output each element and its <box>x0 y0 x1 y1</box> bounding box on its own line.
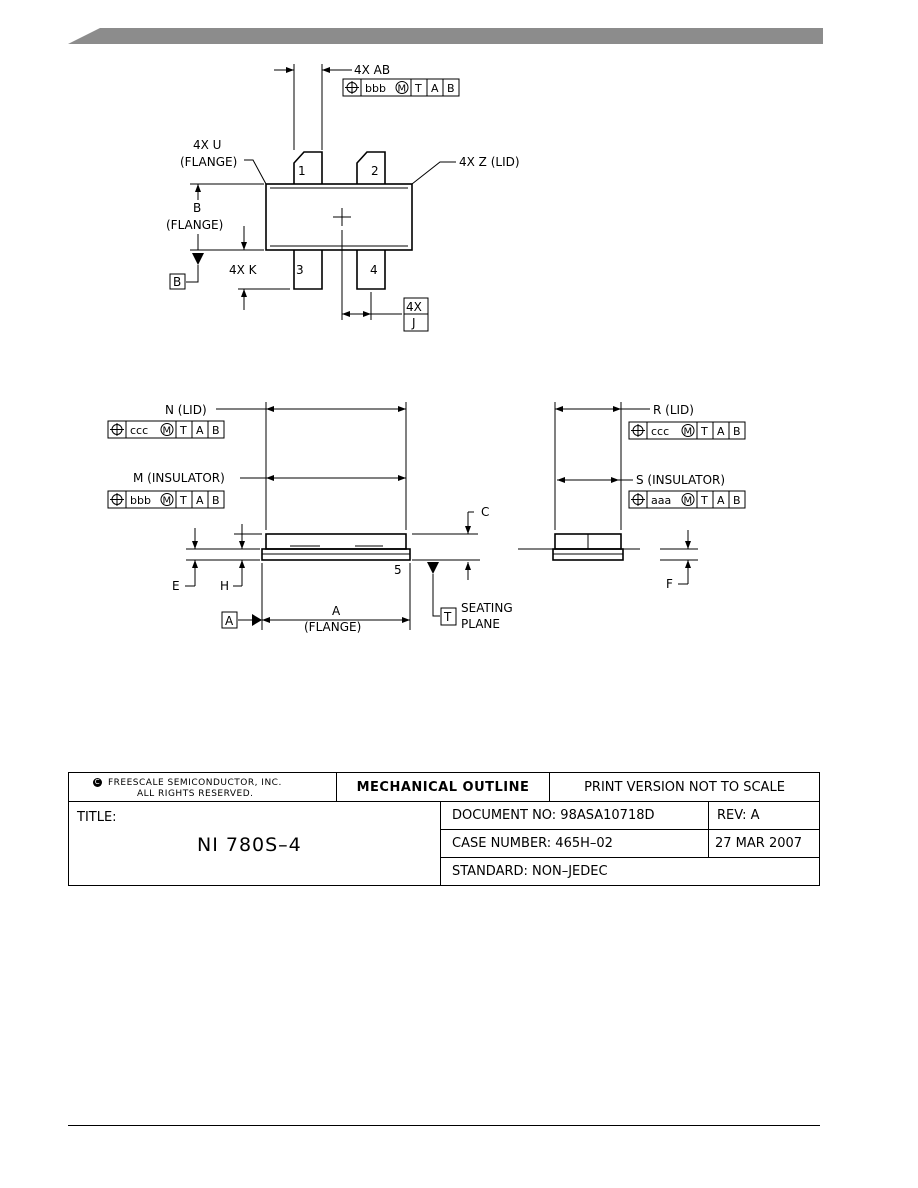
seating-plane-2: PLANE <box>461 617 500 631</box>
dim-j-top: 4X <box>406 300 422 314</box>
datum-t: T <box>443 610 452 624</box>
fcf-r-datum-3: B <box>733 425 741 438</box>
fcf-s-datum-3: B <box>733 494 741 507</box>
standard-cell: STANDARD: NON–JEDEC <box>441 858 819 886</box>
dim-b-label: B <box>193 201 201 215</box>
datum-b: B <box>173 275 181 289</box>
date: 27 MAR 2007 <box>715 836 803 851</box>
title-label: TITLE: <box>77 810 117 825</box>
mmc-symbol: M <box>398 84 407 95</box>
rev-cell: REV: A <box>709 802 819 830</box>
dim-ab-label: 4X AB <box>354 63 390 77</box>
print-note: PRINT VERSION NOT TO SCALE <box>584 780 785 795</box>
fcf-r-tol: ccc <box>651 425 669 438</box>
dim-a-sub: (FLANGE) <box>304 620 361 634</box>
copyright-cell: C FREESCALE SEMICONDUCTOR, INC. ALL RIGHT… <box>69 773 337 802</box>
fcf-n-datum-2: A <box>196 424 204 437</box>
dim-f-label: F <box>666 577 673 591</box>
dim-k-label: 4X K <box>229 263 258 277</box>
heading-cell: MECHANICAL OUTLINE <box>337 773 550 802</box>
fcf-ab-tol: bbb <box>365 82 386 95</box>
case-number-cell: CASE NUMBER: 465H–02 <box>441 830 709 858</box>
datum-a: A <box>225 614 234 628</box>
mmc-symbol: M <box>163 426 172 437</box>
mmc-symbol: M <box>684 496 693 507</box>
rev: REV: A <box>717 808 760 823</box>
document-no: DOCUMENT NO: 98ASA10718D <box>452 808 655 823</box>
side-view: N (LID) ccc M T A B M (INSULATOR) <box>107 402 513 634</box>
dim-r-label: R (LID) <box>653 403 694 417</box>
dim-s-label: S (INSULATOR) <box>636 473 725 487</box>
fcf-m-tol: bbb <box>130 494 151 507</box>
dim-n-label: N (LID) <box>165 403 207 417</box>
dim-c-label: C <box>481 505 489 519</box>
dim-u-label: 4X U <box>193 138 221 152</box>
copyright-line-2: ALL RIGHTS RESERVED. <box>137 789 254 799</box>
print-note-cell: PRINT VERSION NOT TO SCALE <box>550 773 819 802</box>
pin-3-label: 3 <box>296 263 304 277</box>
header-band <box>68 28 823 44</box>
dim-u-sub: (FLANGE) <box>180 155 237 169</box>
title-cell: TITLE: NI 780S–4 <box>69 802 441 886</box>
mmc-symbol: M <box>163 496 172 507</box>
fcf-m-datum-3: B <box>212 494 220 507</box>
dim-a-label: A <box>332 604 341 618</box>
fcf-ab-datum-2: A <box>431 82 439 95</box>
top-view: 1 2 3 4 4X AB bbb M T A B 4X U <box>166 63 520 332</box>
fcf-n-tol: ccc <box>130 424 148 437</box>
dim-m-label: M (INSULATOR) <box>133 471 225 485</box>
standard: STANDARD: NON–JEDEC <box>452 864 608 879</box>
end-view: R (LID) ccc M T A B S (INSULATOR) <box>518 402 746 591</box>
mmc-symbol: M <box>684 427 693 438</box>
fcf-n-datum-3: B <box>212 424 220 437</box>
pin-1-label: 1 <box>298 164 306 178</box>
pin-4-label: 4 <box>370 263 378 277</box>
dim-h-label: H <box>220 579 229 593</box>
date-cell: 27 MAR 2007 <box>709 830 819 858</box>
fcf-ab-datum-1: T <box>414 82 422 95</box>
fcf-m-datum-2: A <box>196 494 204 507</box>
copyright-line-1: FREESCALE SEMICONDUCTOR, INC. <box>108 778 282 788</box>
copyright-icon: C <box>93 778 102 787</box>
fcf-ab: bbb M T A B <box>342 78 460 97</box>
fcf-n-datum-1: T <box>179 424 187 437</box>
fcf-s-datum-2: A <box>717 494 725 507</box>
pin-5-label: 5 <box>394 563 402 577</box>
seating-plane-1: SEATING <box>461 601 513 615</box>
fcf-r-datum-2: A <box>717 425 725 438</box>
fcf-ab-datum-3: B <box>447 82 455 95</box>
dim-z-label: 4X Z (LID) <box>459 155 520 169</box>
footer-rule <box>68 1125 820 1126</box>
title-block: C FREESCALE SEMICONDUCTOR, INC. ALL RIGHT… <box>68 772 820 886</box>
fcf-r-datum-1: T <box>700 425 708 438</box>
dim-b-sub: (FLANGE) <box>166 218 223 232</box>
pin-2-label: 2 <box>371 164 379 178</box>
mechanical-outline-heading: MECHANICAL OUTLINE <box>356 780 530 795</box>
document-no-cell: DOCUMENT NO: 98ASA10718D <box>441 802 709 830</box>
dim-j-bottom: J <box>411 316 416 330</box>
fcf-s: aaa M T A B <box>628 490 746 509</box>
fcf-r: ccc M T A B <box>628 421 746 440</box>
fcf-m-datum-1: T <box>179 494 187 507</box>
mechanical-drawing: 1 2 3 4 4X AB bbb M T A B 4X U <box>107 63 746 634</box>
fcf-s-datum-1: T <box>700 494 708 507</box>
fcf-n: ccc M T A B <box>107 420 225 439</box>
dim-e-label: E <box>172 579 180 593</box>
title-value: NI 780S–4 <box>197 834 302 856</box>
fcf-m: bbb M T A B <box>107 490 225 509</box>
case-number: CASE NUMBER: 465H–02 <box>452 836 613 851</box>
fcf-s-tol: aaa <box>651 494 671 507</box>
